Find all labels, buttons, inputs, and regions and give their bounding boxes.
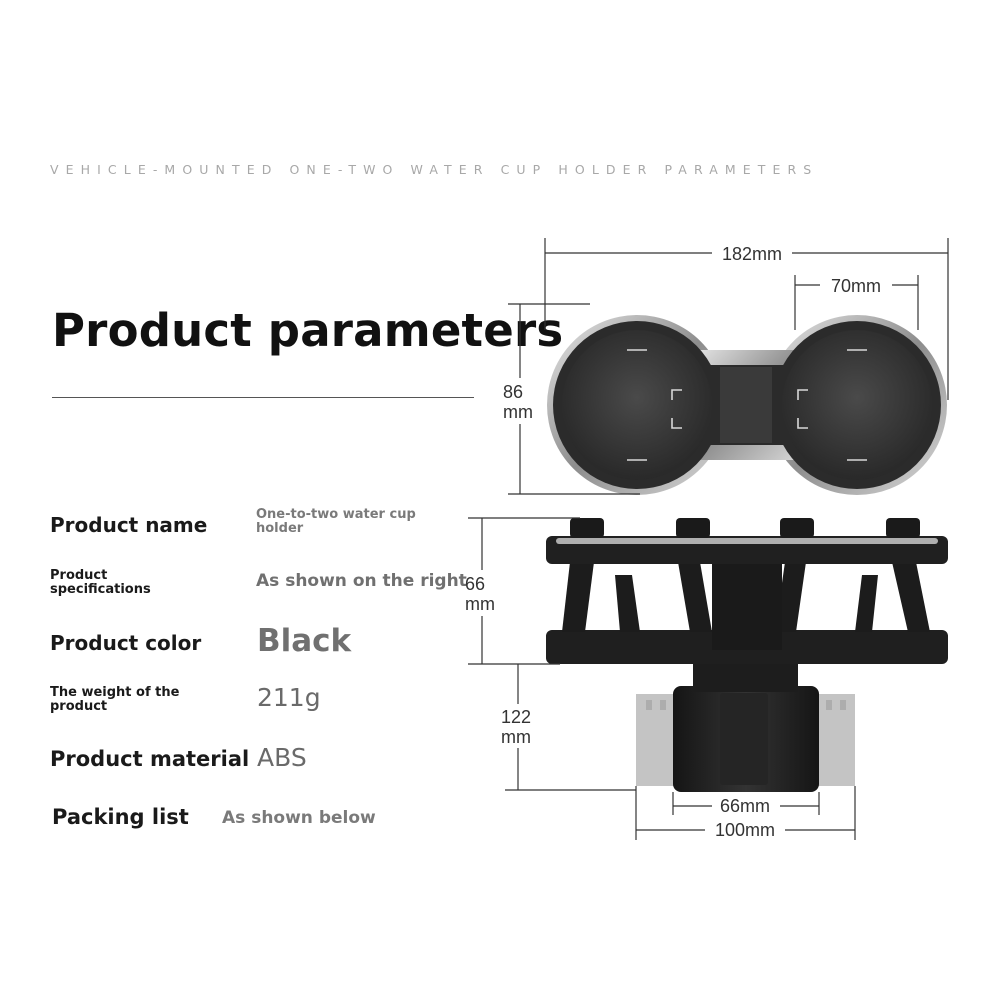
side-view: 66 mm 122 mm 66mm 100mm (465, 517, 948, 840)
dimension-height-upper-unit: mm (465, 594, 495, 614)
page-title: Product parameters (52, 304, 564, 357)
top-view-dimension-lines (508, 238, 949, 495)
dimension-width-total: 182mm (722, 244, 782, 264)
upper-tray-chrome-trim (556, 538, 938, 544)
spec-label-weight: The weight of the product (50, 685, 180, 715)
dimension-base-inner: 66mm (720, 796, 770, 816)
spec-label-specifications: Product specifications (50, 568, 151, 598)
spec-value-packing-list: As shown below (222, 808, 376, 828)
dimension-height-total-unit: mm (501, 727, 531, 747)
spec-value-material: ABS (257, 743, 307, 772)
cup-clamp-tabs (570, 518, 920, 538)
base-adapter-grey (636, 694, 855, 786)
left-cup-well (562, 330, 712, 480)
spec-value-weight: 211g (257, 683, 321, 712)
spec-value-specifications: As shown on the right (256, 571, 467, 591)
dimension-depth-unit: mm (503, 402, 533, 422)
right-cup-well (782, 330, 932, 480)
dimension-depth: 86 (503, 382, 523, 402)
page-tagline: VEHICLE-MOUNTED ONE-TWO WATER CUP HOLDER… (50, 162, 819, 177)
spec-label-material: Product material (50, 747, 250, 771)
title-divider (52, 397, 474, 398)
cage-legs (562, 562, 930, 632)
cup-clip-markers (627, 349, 867, 461)
spec-label-packing-list: Packing list (52, 805, 189, 829)
dimension-height-upper: 66 (465, 574, 485, 594)
spec-label-color: Product color (50, 631, 202, 655)
base-stem-slot (720, 693, 768, 785)
side-view-dimension-lines (468, 517, 856, 840)
spec-value-product-name: One-to-two water cup holder (256, 507, 416, 537)
spec-label-product-name: Product name (50, 513, 208, 537)
dimension-height-total: 122 (501, 707, 531, 727)
top-view: 182mm 70mm 86 mm (503, 238, 949, 495)
center-bridge (720, 367, 772, 443)
center-column (712, 550, 782, 650)
dimension-cup-diameter: 70mm (831, 276, 881, 296)
dimension-base-outer: 100mm (715, 820, 775, 840)
base-adapter-grip-notches (646, 700, 846, 710)
spec-value-color: Black (257, 623, 352, 659)
